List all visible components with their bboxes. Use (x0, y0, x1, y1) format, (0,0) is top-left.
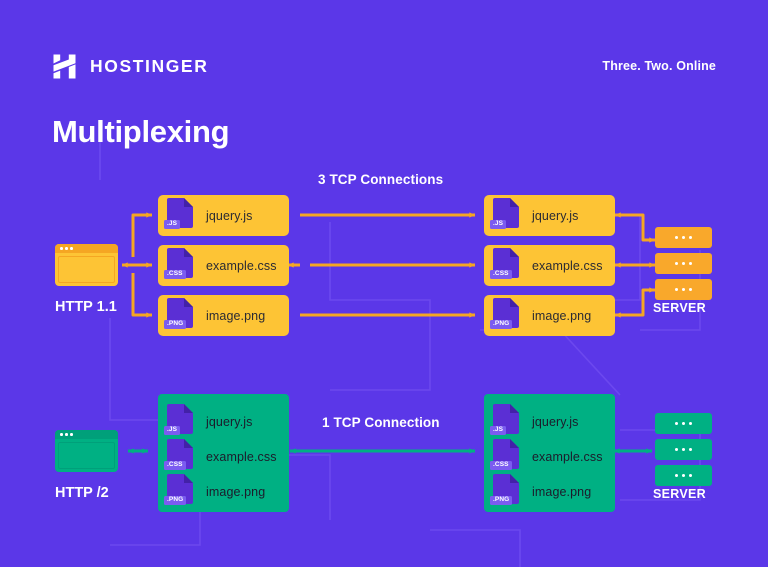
file-js-icon: .JS (164, 198, 193, 233)
file-name-label: image.png (206, 308, 266, 323)
file-js-icon: .JS (164, 404, 193, 439)
http11-server-label: SERVER (653, 301, 706, 315)
server-dot (688, 261, 693, 266)
http2-client-browser[interactable] (55, 430, 118, 472)
http2-connection-label: 1 TCP Connection (322, 415, 440, 430)
file-name-label: image.png (532, 308, 592, 323)
server-bar (655, 227, 712, 248)
file-png-icon: .PNG (490, 298, 519, 333)
server-bar (655, 279, 712, 300)
server-bar (655, 439, 712, 460)
browser-viewport (58, 256, 115, 283)
server-dot (681, 235, 686, 240)
brand-logo[interactable]: HOSTINGER (52, 53, 208, 80)
file-name-label: jquery.js (206, 208, 253, 223)
server-bar (655, 465, 712, 486)
browser-dot (70, 247, 73, 250)
browser-dot (60, 247, 63, 250)
http2-left-stream-block[interactable]: .JS jquery.js .CSS example.css .PNG (158, 394, 289, 512)
file-name-label: image.png (532, 484, 592, 499)
file-name-label: jquery.js (532, 414, 579, 429)
file-ext-badge: .CSS (490, 460, 512, 470)
browser-dot (65, 433, 68, 436)
file-ext-badge: .JS (490, 425, 507, 435)
server-dot (681, 473, 686, 478)
file-png-icon: .PNG (164, 474, 193, 509)
hostinger-h-mark-icon (53, 54, 76, 79)
file-name-label: image.png (206, 484, 266, 499)
server-bar (655, 253, 712, 274)
file-png-icon: .PNG (490, 474, 519, 509)
server-dot (674, 287, 679, 292)
server-dot (688, 287, 693, 292)
file-row[interactable]: .PNG image.png (164, 474, 266, 509)
file-ext-badge: .PNG (164, 495, 187, 505)
http11-right-card-css[interactable]: .CSS example.css (484, 245, 615, 286)
file-name-label: example.css (206, 258, 277, 273)
server-dot (688, 447, 693, 452)
file-ext-badge: .CSS (164, 460, 186, 470)
file-name-label: jquery.js (206, 414, 253, 429)
brand-logo-text: HOSTINGER (90, 55, 209, 76)
file-ext-badge: .PNG (490, 319, 513, 329)
http2-right-stream-block[interactable]: .JS jquery.js .CSS example.css .PNG (484, 394, 615, 512)
file-ext-badge: .CSS (164, 269, 186, 279)
browser-dot (60, 433, 63, 436)
http11-right-card-js[interactable]: .JS jquery.js (484, 195, 615, 236)
server-bar (655, 413, 712, 434)
file-js-icon: .JS (490, 198, 519, 233)
file-ext-badge: .PNG (164, 319, 187, 329)
file-ext-badge: .JS (164, 219, 181, 229)
server-dot (681, 261, 686, 266)
file-row[interactable]: .CSS example.css (490, 439, 603, 474)
http11-left-card-png[interactable]: .PNG image.png (158, 295, 289, 336)
file-png-icon: .PNG (164, 298, 193, 333)
http11-client-label: HTTP 1.1 (55, 299, 117, 315)
server-dot (681, 287, 686, 292)
file-row[interactable]: .CSS example.css (164, 439, 277, 474)
server-dot (674, 261, 679, 266)
http11-client-browser[interactable] (55, 244, 118, 286)
file-row[interactable]: .JS jquery.js (164, 404, 253, 439)
server-dot (688, 473, 693, 478)
file-js-icon: .JS (490, 404, 519, 439)
browser-dot (70, 433, 73, 436)
server-dot (688, 235, 693, 240)
http2-server-label: SERVER (653, 487, 706, 501)
http11-right-card-png[interactable]: .PNG image.png (484, 295, 615, 336)
file-css-icon: .CSS (164, 439, 193, 474)
browser-dot (65, 247, 68, 250)
server-dot (674, 473, 679, 478)
server-dot (674, 235, 679, 240)
file-ext-badge: .CSS (490, 269, 512, 279)
file-css-icon: .CSS (164, 248, 193, 283)
page-title: Multiplexing (52, 114, 230, 149)
http11-server[interactable] (655, 227, 712, 300)
file-ext-badge: .JS (164, 425, 181, 435)
http11-connection-label: 3 TCP Connections (318, 172, 444, 187)
server-dot (674, 447, 679, 452)
file-css-icon: .CSS (490, 439, 519, 474)
http2-client-label: HTTP /2 (55, 485, 109, 501)
server-dot (688, 421, 693, 426)
file-ext-badge: .PNG (490, 495, 513, 505)
file-ext-badge: .JS (490, 219, 507, 229)
server-dot (681, 447, 686, 452)
http11-left-card-js[interactable]: .JS jquery.js (158, 195, 289, 236)
file-row[interactable]: .JS jquery.js (490, 404, 579, 439)
http2-server[interactable] (655, 413, 712, 486)
file-name-label: example.css (532, 258, 603, 273)
http11-left-card-css[interactable]: .CSS example.css (158, 245, 289, 286)
browser-titlebar (55, 244, 118, 253)
file-name-label: example.css (532, 449, 603, 464)
browser-titlebar (55, 430, 118, 439)
file-row[interactable]: .PNG image.png (490, 474, 592, 509)
file-css-icon: .CSS (490, 248, 519, 283)
server-dot (674, 421, 679, 426)
file-name-label: example.css (206, 449, 277, 464)
server-dot (681, 421, 686, 426)
browser-viewport (58, 442, 115, 469)
file-name-label: jquery.js (532, 208, 579, 223)
brand-tagline: Three. Two. Online (602, 59, 716, 73)
